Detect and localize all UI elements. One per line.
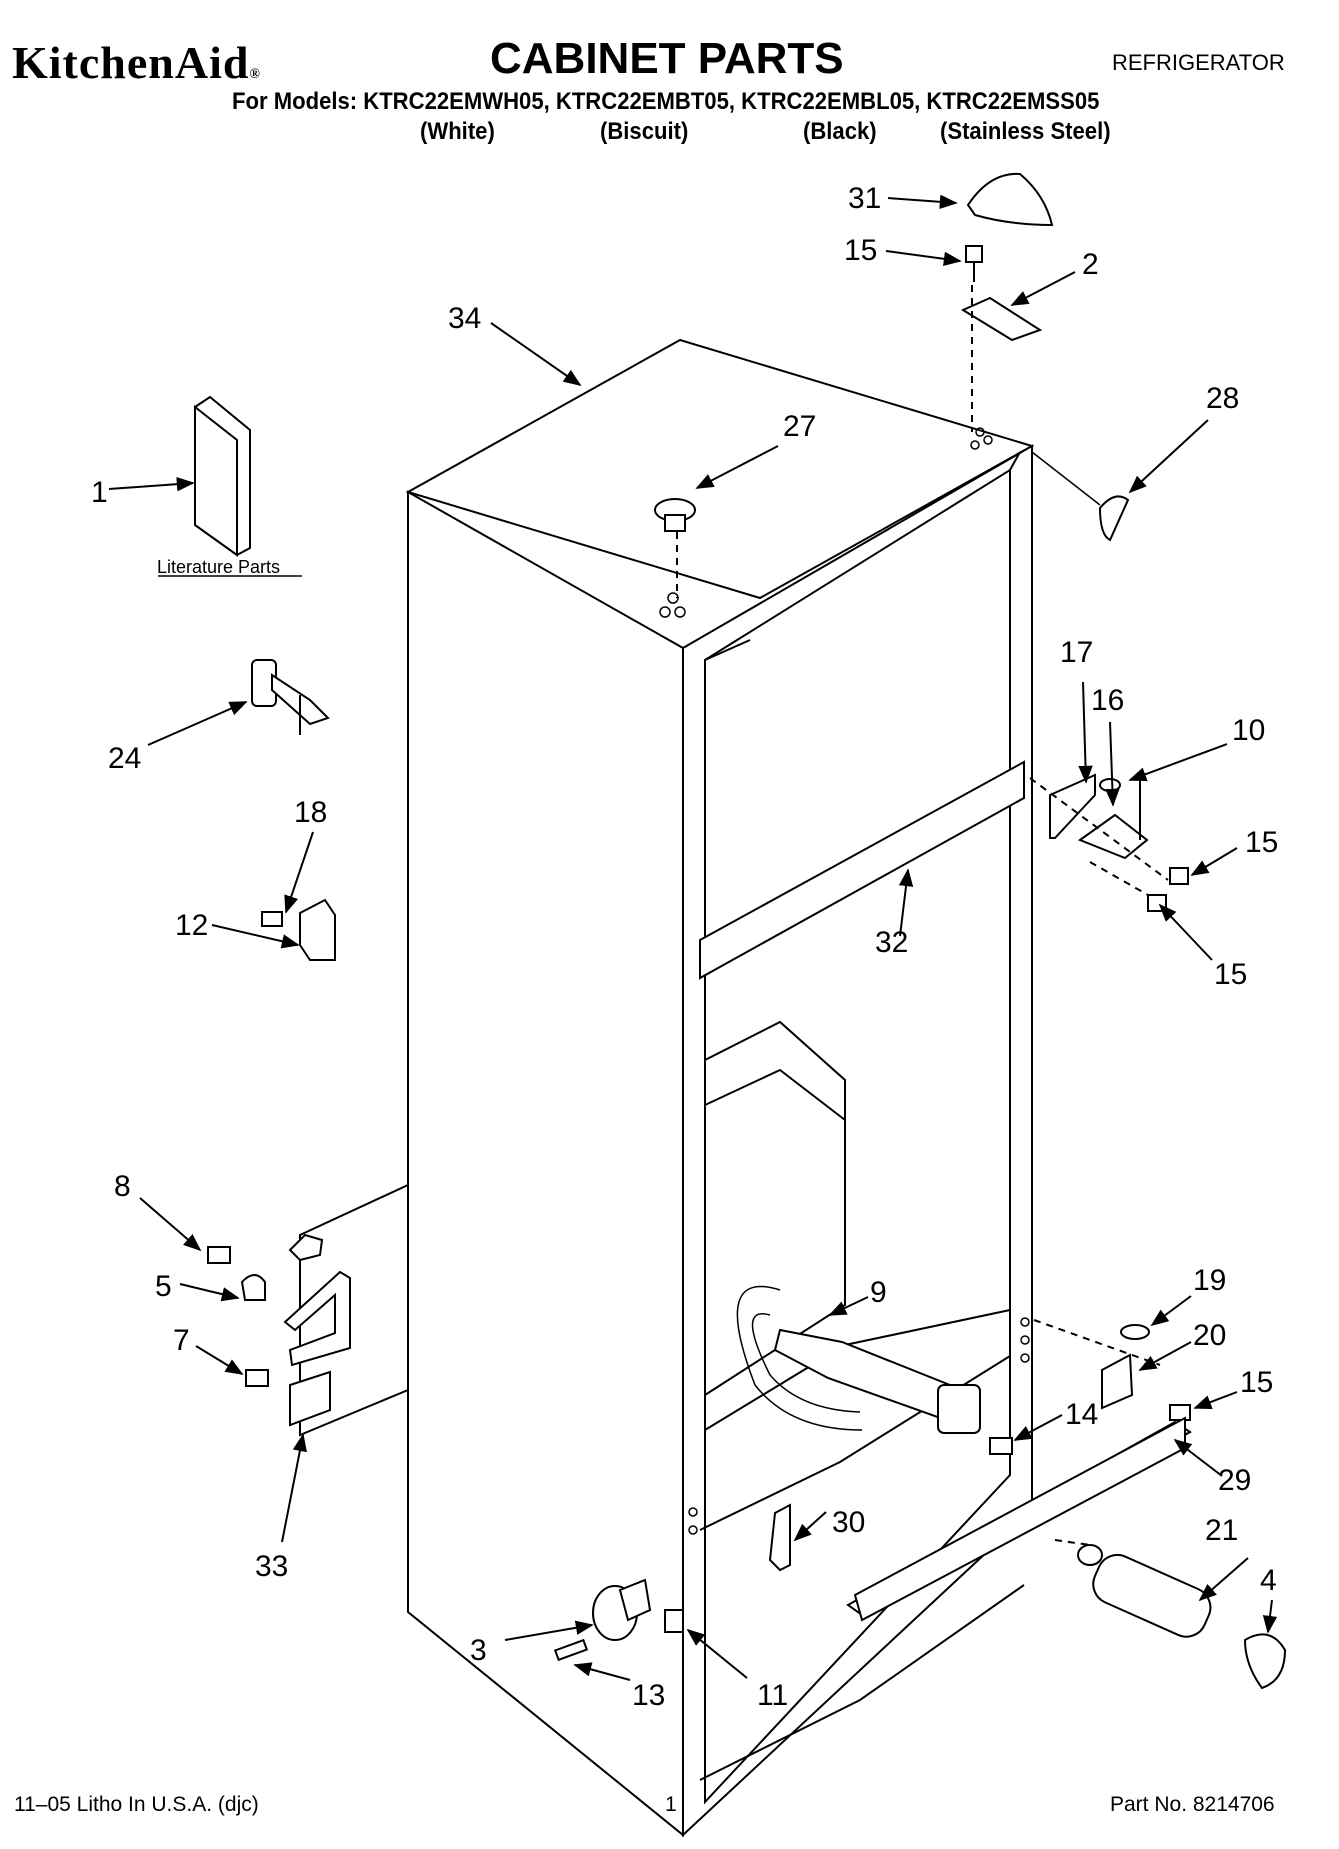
lower-hinge-screw [1169,1404,1191,1421]
brand-registered-mark: ® [249,67,261,82]
appliance-category: REFRIGERATOR [1112,50,1285,75]
callout-17: 17 [1060,636,1093,669]
water-line [736,1285,1013,1455]
brand-name: KitchenAid [12,37,250,88]
door-stop [1098,495,1130,542]
callout-34: 34 [448,302,481,335]
callout-5: 5 [155,1270,172,1303]
models-line: For Models: KTRC22EMWH05, KTRC22EMBT05, … [232,88,1100,115]
callout-31: 31 [848,182,881,215]
water-filter [1077,1544,1212,1638]
variant-biscuit: (Biscuit) [600,118,689,145]
cabinet-body [299,338,1035,1838]
door-hinge-pin [251,659,330,735]
page-number: 1 [665,1793,677,1816]
callout-2: 2 [1082,248,1099,281]
part-number: Part No. 8214706 [1110,1793,1275,1816]
brand-logo: KitchenAid® [12,36,261,89]
callout-12: 12 [175,909,208,942]
footer-litho: 11–05 Litho In U.S.A. (djc) [14,1793,259,1816]
variant-stainless: (Stainless Steel) [940,118,1111,145]
callout-14: 14 [1065,1398,1098,1431]
callout-20: 20 [1193,1319,1226,1352]
callout-15-center-b: 15 [1214,958,1247,991]
variant-black: (Black) [803,118,877,145]
callout-7: 7 [173,1324,190,1357]
callout-1: 1 [91,476,108,509]
callout-arrows [108,194,1278,1681]
callout-9: 9 [870,1276,887,1309]
callout-21: 21 [1205,1514,1238,1547]
callout-27: 27 [783,410,816,443]
literature-label: Literature Parts [157,557,280,577]
hinge-cover [966,172,1054,227]
callout-10: 10 [1232,714,1265,747]
center-hinge-screws [1147,867,1189,912]
filter-cap [1243,1633,1287,1690]
door-stop-screw [261,898,336,961]
callout-15-center-a: 15 [1245,826,1278,859]
callout-29: 29 [1218,1464,1251,1497]
callout-16: 16 [1091,684,1124,717]
callout-8: 8 [114,1170,131,1203]
lower-hinge-right [1101,1353,1134,1410]
callout-11: 11 [757,1679,788,1712]
center-hinge [1049,773,1149,860]
grille-clip [768,1503,791,1572]
screw-top-hinge [965,245,983,282]
callout-24: 24 [108,742,141,775]
callout-28: 28 [1206,382,1239,415]
callout-15-top-screw: 15 [844,234,877,267]
lower-hinge-bracket [207,1233,351,1427]
callout-18: 18 [294,796,327,829]
washer [1120,1324,1150,1340]
callout-3: 3 [470,1634,487,1667]
top-hinge [960,296,1043,342]
hole-plug [654,498,696,532]
callout-13: 13 [632,1679,665,1712]
callout-4: 4 [1260,1564,1277,1597]
callout-33: 33 [255,1550,288,1583]
callout-15-lower: 15 [1240,1366,1273,1399]
callout-19: 19 [1193,1264,1226,1297]
callout-30: 30 [832,1506,865,1539]
callout-32: 32 [875,926,908,959]
page-title: CABINET PARTS [490,34,844,83]
literature-parts [194,395,251,557]
variant-white: (White) [420,118,495,145]
leveling-leg [553,1578,684,1662]
